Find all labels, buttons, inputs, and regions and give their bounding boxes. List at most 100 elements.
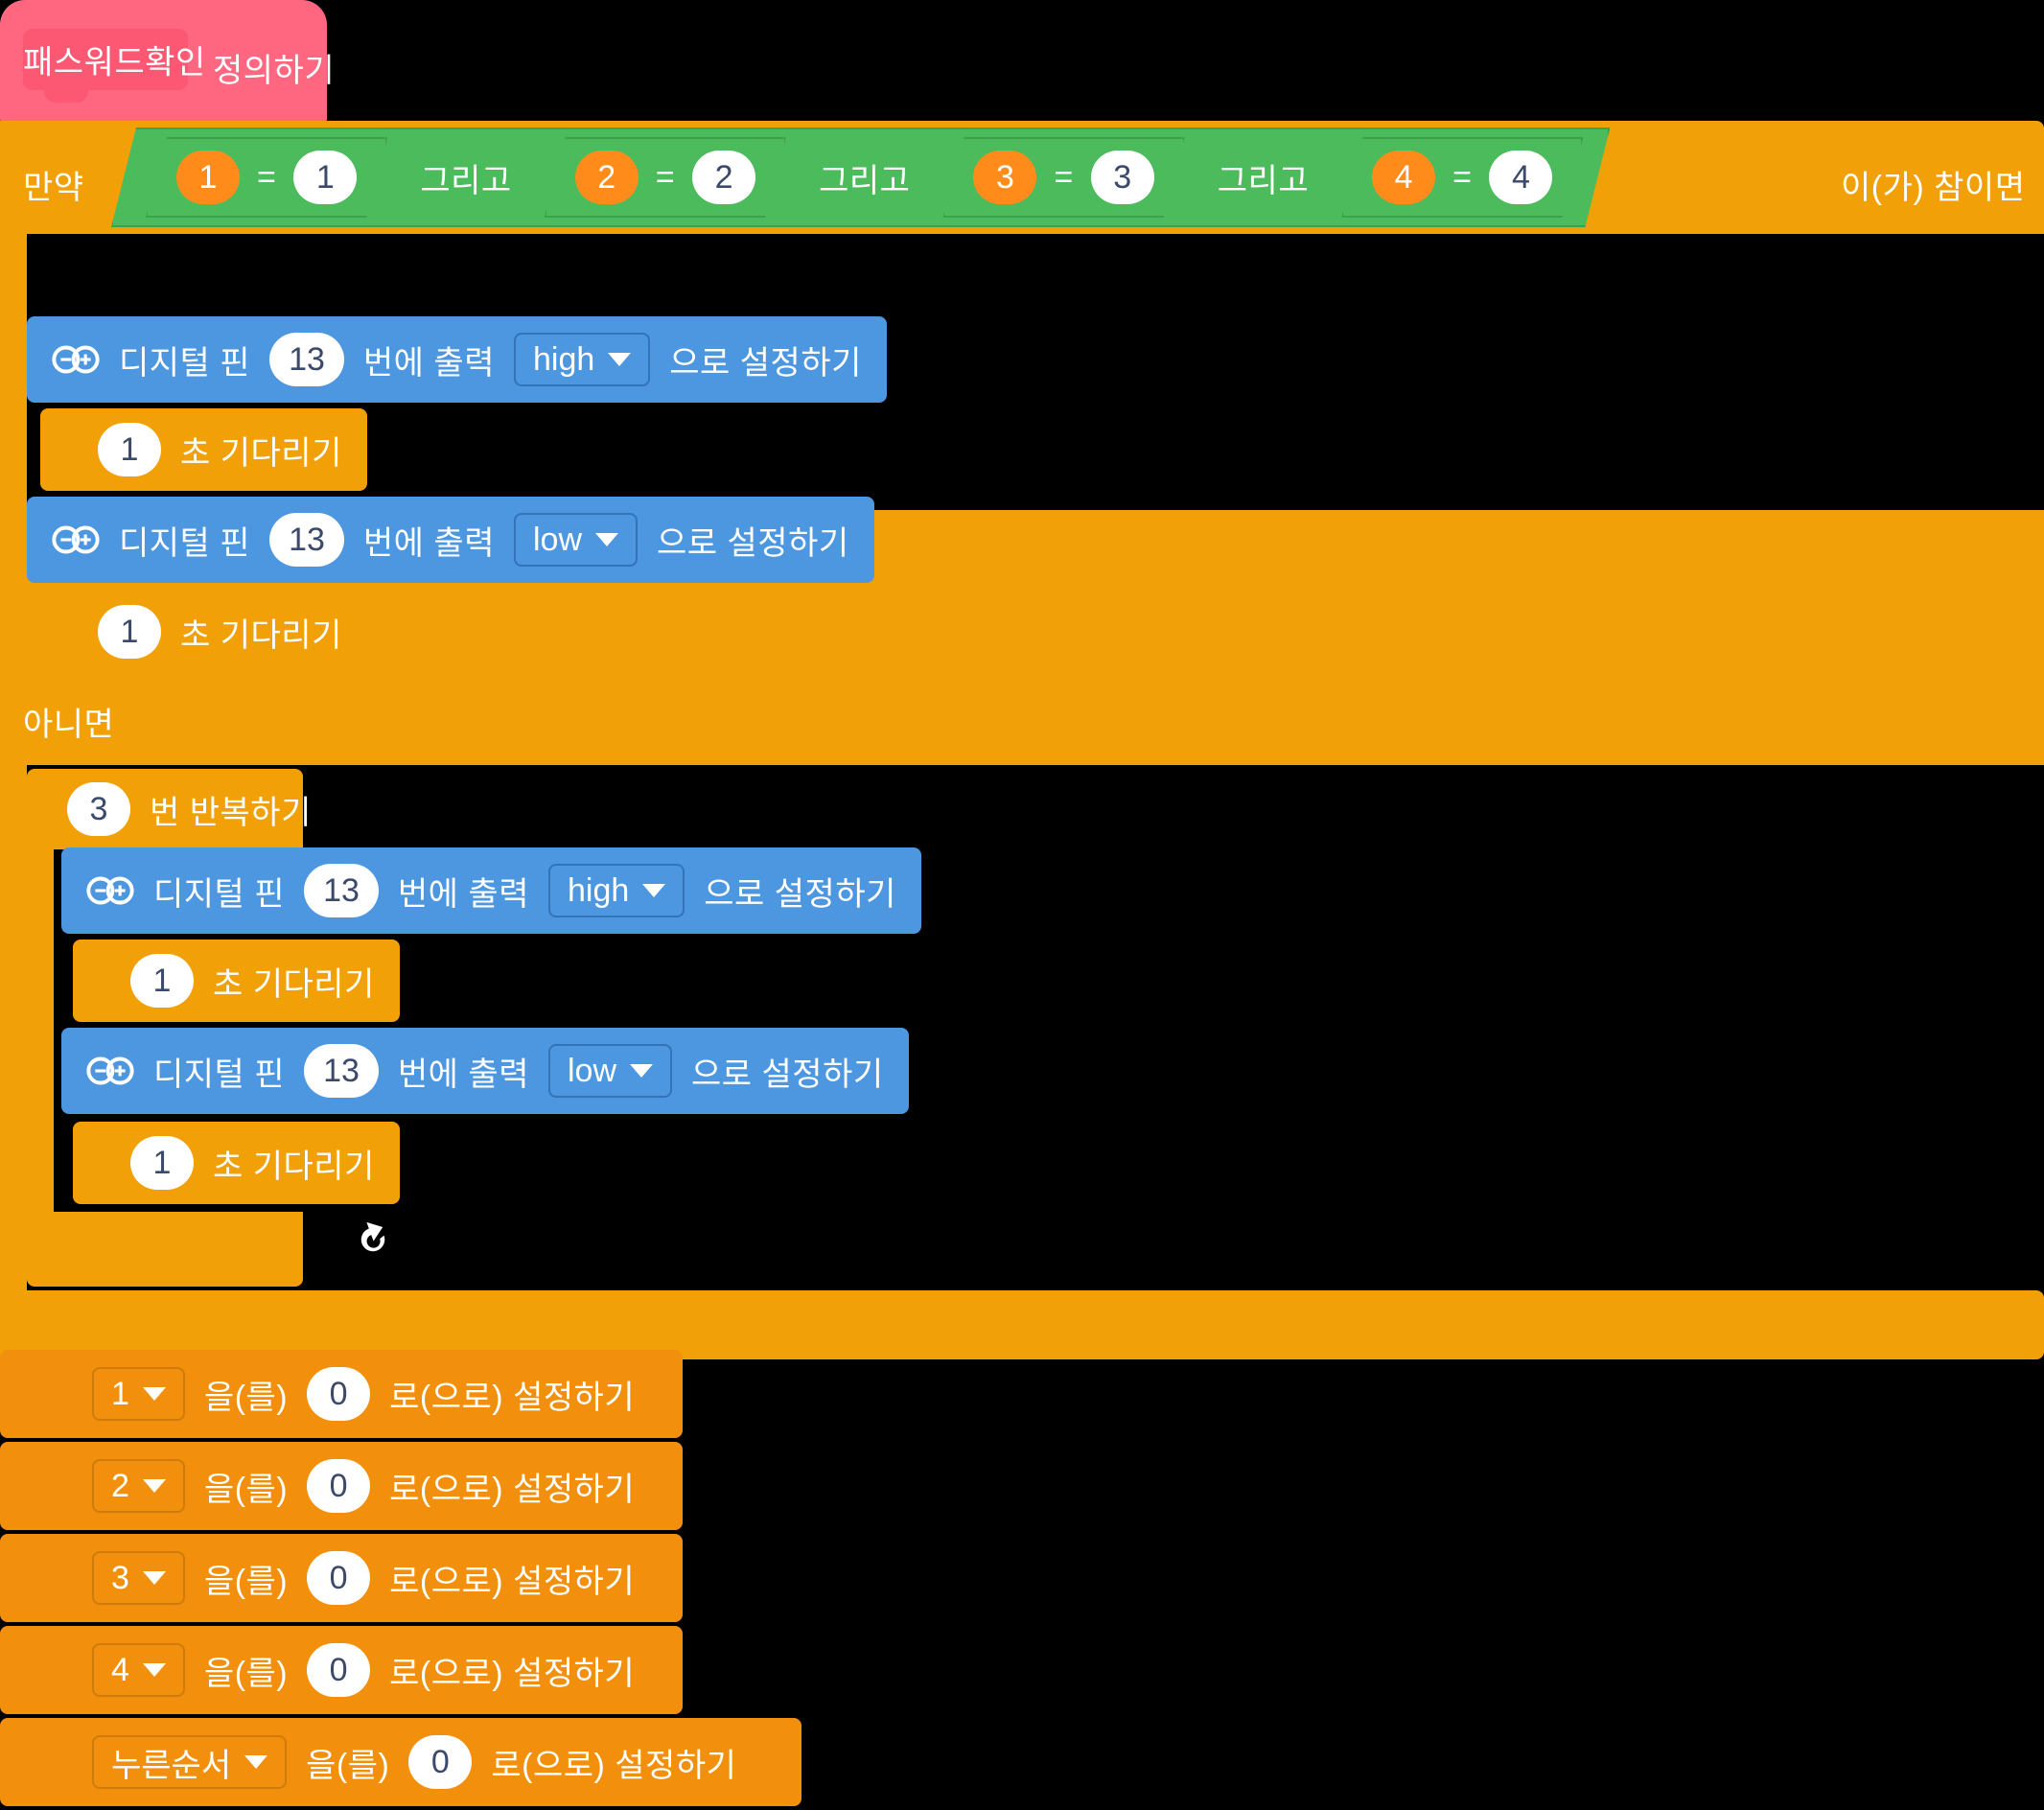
equals-left-operand-2[interactable]: 2 <box>575 151 639 204</box>
else-label: 아니면 <box>23 707 115 743</box>
set-variable-suffix-3: 로(으로) 설정하기 <box>389 1563 636 1600</box>
repeat-count-row: 3 번 반복하기 <box>67 782 312 836</box>
digital-write-middle-2: 번에 출력 <box>362 524 495 562</box>
set-variable-suffix-5: 로(으로) 설정하기 <box>491 1747 737 1784</box>
digital-write-prefix-4: 디지털 핀 <box>153 1056 286 1093</box>
condition-boolean-group[interactable]: 1 = 1 그리고 2 = 2 그리고 3 = 3 그리고 4 = <box>111 128 1610 227</box>
set-variable-middle-4: 을(를) <box>203 1655 289 1692</box>
set-variable-suffix-1: 로(으로) 설정하기 <box>389 1379 636 1416</box>
arduino-icon <box>86 876 134 905</box>
equals-operator-1[interactable]: 1 = 1 <box>146 137 387 218</box>
set-variable-middle-1: 을(를) <box>203 1379 289 1416</box>
digital-level-dropdown-1[interactable]: high <box>513 333 651 386</box>
equals-sign-1: = <box>257 158 277 196</box>
variable-value-input-4[interactable]: 0 <box>307 1643 371 1697</box>
define-hat-block[interactable]: 패스워드확인 정의하기 <box>0 0 335 125</box>
wait-seconds-input-4[interactable]: 1 <box>130 1136 194 1190</box>
variable-name-5: 누른순서 <box>111 1747 232 1784</box>
set-variable-block-3[interactable]: 3 을(를) 0 로(으로) 설정하기 <box>0 1534 683 1622</box>
set-variable-block-1[interactable]: 1 을(를) 0 로(으로) 설정하기 <box>0 1350 683 1438</box>
set-variable-block-2[interactable]: 2 을(를) 0 로(으로) 설정하기 <box>0 1442 683 1530</box>
digital-pin-input-1[interactable]: 13 <box>269 333 344 386</box>
arduino-icon <box>52 525 100 554</box>
equals-left-operand-4[interactable]: 4 <box>1372 151 1435 204</box>
equals-sign-4: = <box>1452 158 1473 196</box>
digital-pin-input-4[interactable]: 13 <box>304 1044 379 1098</box>
digital-write-suffix-1: 으로 설정하기 <box>669 344 862 382</box>
chevron-down-icon <box>142 1663 166 1677</box>
variable-dropdown-4[interactable]: 4 <box>92 1643 185 1697</box>
equals-right-operand-1[interactable]: 1 <box>293 151 357 204</box>
digital-write-block-4[interactable]: 디지털 핀 13 번에 출력 low 으로 설정하기 <box>61 1028 909 1114</box>
digital-write-middle-4: 번에 출력 <box>397 1056 529 1093</box>
digital-pin-input-3[interactable]: 13 <box>304 864 379 917</box>
digital-write-block-1[interactable]: 디지털 핀 13 번에 출력 high 으로 설정하기 <box>27 316 887 403</box>
if-else-left-spine-else <box>0 765 27 1290</box>
variable-value-input-1[interactable]: 0 <box>307 1367 371 1421</box>
digital-write-middle-3: 번에 출력 <box>397 875 529 913</box>
variable-value-input-3[interactable]: 0 <box>307 1551 371 1605</box>
digital-write-block-3[interactable]: 디지털 핀 13 번에 출력 high 으로 설정하기 <box>61 847 921 934</box>
wait-suffix-1: 초 기다리기 <box>180 434 342 472</box>
variable-dropdown-2[interactable]: 2 <box>92 1459 185 1513</box>
variable-value-input-5[interactable]: 0 <box>408 1735 473 1789</box>
equals-sign-3: = <box>1054 158 1074 196</box>
variable-dropdown-3[interactable]: 3 <box>92 1551 185 1605</box>
digital-pin-input-2[interactable]: 13 <box>269 513 344 567</box>
repeat-block-left-spine <box>27 849 54 1233</box>
wait-seconds-input-3[interactable]: 1 <box>130 954 194 1008</box>
wait-seconds-input-1[interactable]: 1 <box>98 423 161 476</box>
chevron-down-icon <box>630 1064 654 1078</box>
wait-suffix-2: 초 기다리기 <box>180 616 342 654</box>
and-label-2: 그리고 <box>819 162 911 199</box>
equals-right-operand-4[interactable]: 4 <box>1489 151 1552 204</box>
digital-level-value-1: high <box>532 340 595 378</box>
set-variable-block-4[interactable]: 4 을(를) 0 로(으로) 설정하기 <box>0 1626 683 1714</box>
equals-left-operand-3[interactable]: 3 <box>973 151 1036 204</box>
variable-value-input-2[interactable]: 0 <box>307 1459 371 1513</box>
digital-write-block-2[interactable]: 디지털 핀 13 번에 출력 low 으로 설정하기 <box>27 497 874 583</box>
wait-block-3[interactable]: 1 초 기다리기 <box>73 940 400 1022</box>
chevron-down-icon <box>142 1387 166 1401</box>
procedure-name-label: 패스워드확인 <box>23 44 206 81</box>
define-label: 정의하기 <box>213 53 336 89</box>
repeat-suffix: 번 반복하기 <box>150 794 312 831</box>
set-variable-suffix-2: 로(으로) 설정하기 <box>389 1471 636 1508</box>
chevron-down-icon <box>142 1571 166 1585</box>
wait-seconds-input-2[interactable]: 1 <box>98 605 161 659</box>
digital-level-dropdown-2[interactable]: low <box>513 513 639 567</box>
repeat-block-bottom-arm[interactable] <box>27 1212 303 1287</box>
equals-left-operand-1[interactable]: 1 <box>176 151 240 204</box>
chevron-down-icon <box>142 1479 166 1493</box>
repeat-count-input[interactable]: 3 <box>67 782 130 836</box>
set-variable-middle-2: 을(를) <box>203 1471 289 1508</box>
digital-level-value-4: low <box>567 1052 617 1089</box>
and-label-3: 그리고 <box>1217 162 1310 199</box>
wait-block-2[interactable]: 1 초 기다리기 <box>40 591 367 673</box>
if-else-bottom-arm[interactable] <box>0 1290 2044 1359</box>
digital-write-suffix-3: 으로 설정하기 <box>704 875 896 913</box>
procedure-prototype[interactable]: 패스워드확인 <box>23 29 206 103</box>
equals-operator-4[interactable]: 4 = 4 <box>1341 137 1583 218</box>
equals-operator-2[interactable]: 2 = 2 <box>545 137 786 218</box>
chevron-down-icon <box>244 1755 268 1769</box>
equals-operator-3[interactable]: 3 = 3 <box>942 137 1184 218</box>
digital-level-dropdown-4[interactable]: low <box>547 1044 673 1098</box>
variable-dropdown-1[interactable]: 1 <box>92 1367 185 1421</box>
equals-right-operand-2[interactable]: 2 <box>692 151 755 204</box>
if-label: 만약 <box>23 170 84 206</box>
arduino-icon <box>52 345 100 374</box>
digital-level-value-3: high <box>567 871 630 909</box>
if-else-else-arm[interactable] <box>0 685 2044 765</box>
variable-dropdown-5[interactable]: 누른순서 <box>92 1735 288 1789</box>
digital-level-value-2: low <box>532 521 583 558</box>
equals-right-operand-3[interactable]: 3 <box>1091 151 1154 204</box>
set-variable-block-5[interactable]: 누른순서 을(를) 0 로(으로) 설정하기 <box>0 1718 801 1806</box>
if-else-left-spine-then <box>0 234 27 510</box>
wait-block-4[interactable]: 1 초 기다리기 <box>73 1122 400 1204</box>
and-label-1: 그리고 <box>420 162 512 199</box>
set-variable-middle-3: 을(를) <box>203 1563 289 1600</box>
wait-block-1[interactable]: 1 초 기다리기 <box>40 408 367 491</box>
digital-level-dropdown-3[interactable]: high <box>547 864 685 917</box>
